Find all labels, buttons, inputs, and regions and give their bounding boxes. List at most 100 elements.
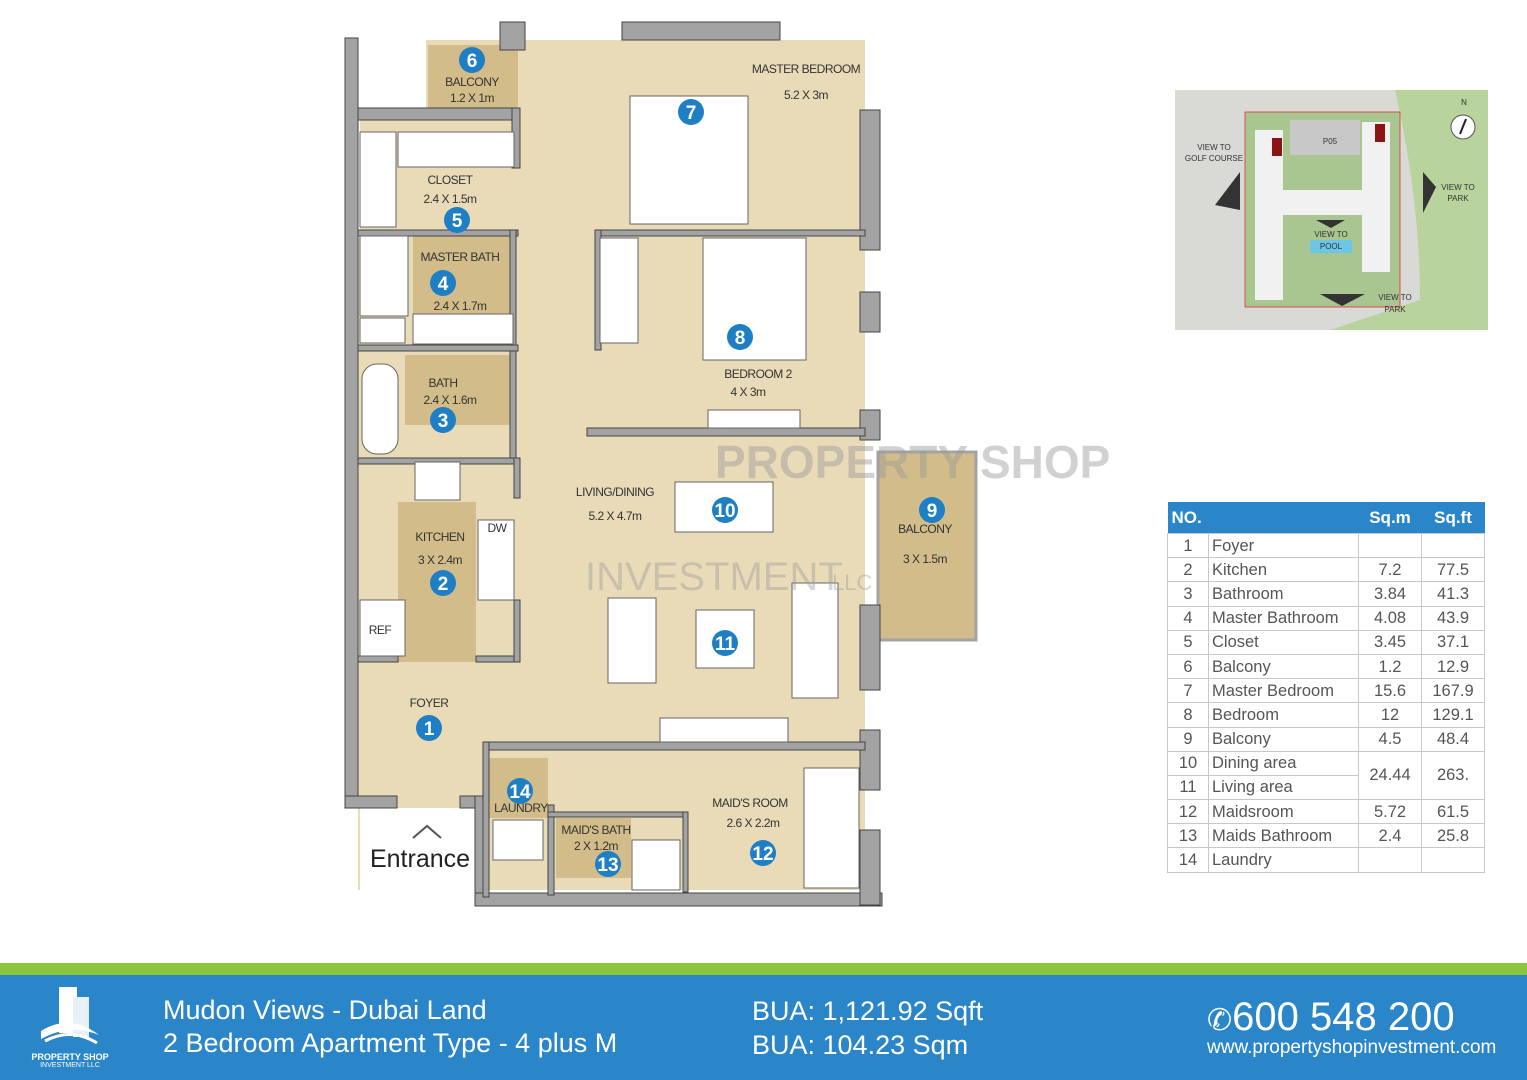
fridge	[359, 599, 406, 657]
cell-sqft: 167.9	[1421, 678, 1485, 704]
walls	[344, 21, 883, 907]
svg-text:PARK: PARK	[1447, 194, 1469, 203]
room-number: 2	[438, 574, 449, 595]
cell-name: Laundry	[1208, 847, 1359, 873]
room-number: 9	[927, 501, 938, 522]
cell-sqft: 25.8	[1421, 823, 1485, 849]
key-plan: N P05 VIEW TO GOLF COURSE VIEW TO PARK V…	[1175, 90, 1488, 330]
svg-text:PARK: PARK	[1384, 305, 1406, 314]
sink	[412, 313, 514, 345]
cell-name: Dining area	[1208, 750, 1359, 776]
company-logo: PROPERTY SHOP INVESTMENT LLC	[20, 983, 120, 1069]
cell-name: Living area	[1208, 774, 1359, 801]
room-number: 1	[424, 719, 435, 740]
website-link[interactable]: www.propertyshopinvestment.com	[1207, 1037, 1497, 1058]
cell-name: Bathroom	[1208, 581, 1359, 607]
svg-text:POOL: POOL	[1320, 242, 1343, 251]
cell-name: Kitchen	[1208, 557, 1359, 583]
cell-sqm: 15.6	[1358, 678, 1422, 704]
cell-name: Balcony	[1208, 726, 1359, 752]
room-number: 7	[686, 103, 697, 124]
unit-location-marker	[1375, 124, 1385, 142]
view-arrow-icon	[1215, 172, 1240, 210]
room-number-marker	[750, 840, 776, 866]
svg-text:INVESTMENT: INVESTMENT	[585, 555, 843, 599]
phone-link[interactable]: ✆600 548 200	[1207, 995, 1455, 1040]
room-number: 3	[438, 411, 449, 432]
table-header: NO. Sq.m Sq.ft	[1167, 502, 1485, 534]
entrance-arrow-icon	[412, 824, 442, 839]
cell-sqm: 5.72	[1358, 799, 1422, 825]
room-number-marker	[678, 99, 704, 125]
room-number: 10	[714, 501, 735, 522]
bath-dims: 2.4 X 1.6m	[423, 393, 477, 407]
wardrobe	[397, 131, 515, 168]
cell-sqft: 129.1	[1421, 702, 1485, 728]
closet-label: CLOSET	[427, 173, 473, 187]
closet-dims: 2.4 X 1.5m	[423, 192, 477, 206]
bedroom2-dims: 4 X 3m	[730, 385, 766, 399]
balcony-dims: 3 X 1.5m	[903, 552, 948, 566]
room-number-marker	[444, 207, 470, 233]
cell-sqm	[1358, 532, 1422, 559]
laundry-label: LAUNDRY	[494, 801, 548, 815]
room-number-marker	[712, 630, 738, 656]
unit-location-marker	[1272, 138, 1282, 156]
cell-name: Master Bedroom	[1208, 678, 1359, 704]
master-bath-dims: 2.4 X 1.7m	[433, 299, 487, 313]
bed-2	[702, 237, 807, 361]
room-number: 14	[509, 782, 531, 803]
svg-text:PROPERTY SHOP: PROPERTY SHOP	[715, 436, 1110, 488]
bua-sqft: BUA: 1,121.92 Sqft	[752, 996, 984, 1026]
cell-sqft: 43.9	[1421, 605, 1485, 631]
header-sqft: Sq.ft	[1421, 502, 1485, 534]
cell-name: Closet	[1208, 629, 1359, 655]
cell-no: 6	[1167, 653, 1209, 680]
maids-room-label: MAID'S ROOM	[712, 796, 788, 810]
cell-name: Maids Bathroom	[1208, 823, 1359, 849]
cell-name: Balcony	[1208, 653, 1359, 680]
bedroom2-label: BEDROOM 2	[724, 367, 792, 381]
stove	[414, 461, 461, 501]
phone-number: 600 548 200	[1232, 995, 1455, 1039]
svg-text:VIEW TO: VIEW TO	[1441, 183, 1475, 192]
unit-type: 2 Bedroom Apartment Type - 4 plus M	[163, 1028, 618, 1058]
cell-no: 7	[1167, 678, 1209, 704]
cell-no: 5	[1167, 629, 1209, 655]
cell-sqft: 41.3	[1421, 581, 1485, 607]
cell-no: 9	[1167, 726, 1209, 752]
cell-sqft: 61.5	[1421, 799, 1485, 825]
master-bedroom-label: MASTER BEDROOM	[752, 62, 861, 76]
room-number-marker	[459, 47, 485, 73]
cell-sqm: 3.84	[1358, 581, 1422, 607]
sofa-2	[791, 582, 839, 699]
cell-no: 1	[1167, 532, 1209, 559]
room-number: 5	[452, 211, 463, 232]
cell-sqft	[1421, 532, 1485, 559]
cell-sqm: 1.2	[1358, 653, 1422, 680]
cell-no: 2	[1167, 557, 1209, 583]
room-number: 12	[752, 844, 773, 865]
room-number-marker	[507, 778, 533, 804]
kitchen-sink	[477, 519, 515, 601]
balcony-floor	[876, 450, 978, 642]
svg-text:GOLF COURSE: GOLF COURSE	[1185, 154, 1243, 163]
room-number-marker	[919, 497, 945, 523]
cell-no: 10	[1167, 750, 1209, 776]
accent-stripe	[0, 963, 1527, 975]
cell-no: 4	[1167, 605, 1209, 631]
room-number-marker	[712, 497, 738, 523]
building-label: P05	[1323, 137, 1338, 146]
room-number-marker	[595, 851, 621, 877]
north-label: N	[1461, 98, 1467, 107]
phone-icon: ✆	[1207, 1004, 1233, 1037]
room-number-marker	[430, 407, 456, 433]
